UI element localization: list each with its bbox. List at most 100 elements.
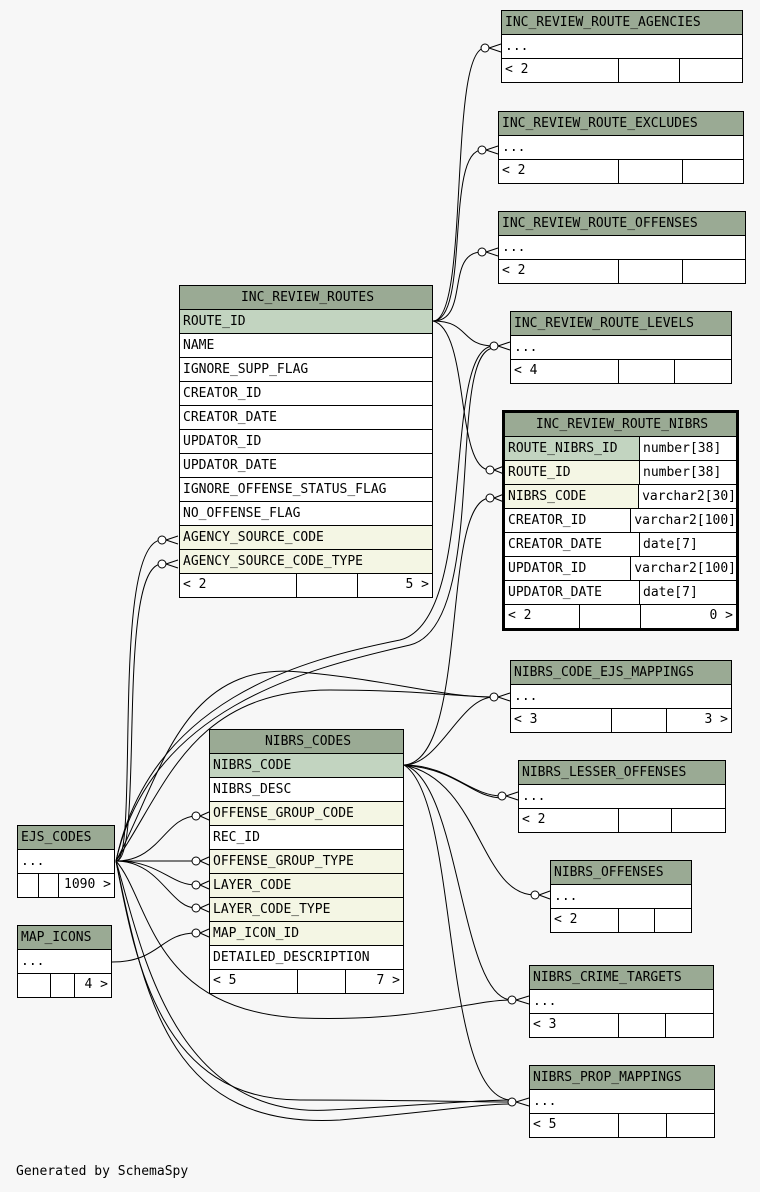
table-inc-review-route-nibrs[interactable]: INC_REVIEW_ROUTE_NIBRS ROUTE_NIBRS_ID nu… xyxy=(502,410,739,631)
table-header[interactable]: NIBRS_LESSER_OFFENSES xyxy=(519,761,725,785)
column-row[interactable]: ... xyxy=(18,850,114,874)
parents-count: < 2 xyxy=(502,59,619,82)
table-inc-review-route-levels[interactable]: INC_REVIEW_ROUTE_LEVELS ... < 4 xyxy=(510,311,732,384)
table-footer: < 3 xyxy=(530,1014,713,1037)
footer-spacer xyxy=(619,1114,667,1137)
column-agency-source-code[interactable]: AGENCY_SOURCE_CODE xyxy=(180,526,432,550)
column-row[interactable]: ... xyxy=(530,990,713,1014)
table-nibrs-lesser-offenses[interactable]: NIBRS_LESSER_OFFENSES ... < 2 xyxy=(518,760,726,833)
table-inc-review-route-excludes[interactable]: INC_REVIEW_ROUTE_EXCLUDES ... < 2 xyxy=(498,111,744,184)
column-ignore-offense-status-flag[interactable]: IGNORE_OFFENSE_STATUS_FLAG xyxy=(180,478,432,502)
children-count: 1090 > xyxy=(64,877,111,892)
table-header[interactable]: NIBRS_CRIME_TARGETS xyxy=(530,966,713,990)
column-agency-source-code-type[interactable]: AGENCY_SOURCE_CODE_TYPE xyxy=(180,550,432,574)
column-name: NIBRS_CODE xyxy=(505,485,640,508)
children-count xyxy=(683,160,743,183)
column-row[interactable]: ... xyxy=(530,1090,714,1114)
column-creator-id[interactable]: CREATOR_ID xyxy=(180,382,432,406)
table-footer: < 2 xyxy=(499,160,743,183)
column-layer-code-type[interactable]: LAYER_CODE_TYPE xyxy=(210,898,403,922)
table-nibrs-codes[interactable]: NIBRS_CODES NIBRS_CODE NIBRS_DESC OFFENS… xyxy=(209,729,404,994)
column-row[interactable]: ... xyxy=(18,950,111,974)
parents-count: < 3 xyxy=(530,1014,619,1037)
column-no-offense-flag[interactable]: NO_OFFENSE_FLAG xyxy=(180,502,432,526)
column-nibrs-code[interactable]: NIBRS_CODE varchar2[30] xyxy=(505,485,736,509)
table-nibrs-prop-mappings[interactable]: NIBRS_PROP_MAPPINGS ... < 5 xyxy=(529,1065,715,1138)
footer-spacer xyxy=(51,974,75,997)
column-offense-group-code[interactable]: OFFENSE_GROUP_CODE xyxy=(210,802,403,826)
column-name[interactable]: NAME xyxy=(180,334,432,358)
children-count xyxy=(666,1014,713,1037)
column-row[interactable]: ... xyxy=(511,685,731,709)
column-map-icon-id[interactable]: MAP_ICON_ID xyxy=(210,922,403,946)
column-updator-id[interactable]: UPDATOR_ID xyxy=(180,430,432,454)
table-header[interactable]: INC_REVIEW_ROUTE_EXCLUDES xyxy=(499,112,743,136)
column-name: CREATOR_DATE xyxy=(505,533,640,556)
column-rec-id[interactable]: REC_ID xyxy=(210,826,403,850)
table-footer: < 3 3 > xyxy=(511,709,731,732)
table-map-icons[interactable]: MAP_ICONS ... 4 > xyxy=(17,925,112,998)
column-type: date[7] xyxy=(643,537,698,552)
table-header[interactable]: NIBRS_PROP_MAPPINGS xyxy=(530,1066,714,1090)
column-nibrs-code[interactable]: NIBRS_CODE xyxy=(210,754,403,778)
column-route-nibrs-id[interactable]: ROUTE_NIBRS_ID number[38] xyxy=(505,437,736,461)
table-header[interactable]: EJS_CODES xyxy=(18,826,114,850)
table-header[interactable]: INC_REVIEW_ROUTE_OFFENSES xyxy=(499,212,745,236)
table-footer: < 2 xyxy=(519,809,725,832)
column-row[interactable]: ... xyxy=(499,136,743,160)
parents-count: < 4 xyxy=(511,360,619,383)
column-updator-date[interactable]: UPDATOR_DATE date[7] xyxy=(505,581,736,605)
table-header[interactable]: NIBRS_OFFENSES xyxy=(551,861,691,885)
table-header[interactable]: MAP_ICONS xyxy=(18,926,111,950)
parents-count: < 2 xyxy=(180,574,297,597)
parents-count xyxy=(18,974,51,997)
footer-spacer xyxy=(619,809,672,832)
children-count xyxy=(655,909,691,932)
parents-count: < 5 xyxy=(530,1114,619,1137)
footer-spacer xyxy=(619,360,675,383)
table-header[interactable]: NIBRS_CODES xyxy=(210,730,403,754)
table-inc-review-routes[interactable]: INC_REVIEW_ROUTES ROUTE_ID NAME IGNORE_S… xyxy=(179,285,433,598)
table-footer: < 5 xyxy=(530,1114,714,1137)
column-route-id[interactable]: ROUTE_ID xyxy=(180,310,432,334)
column-offense-group-type[interactable]: OFFENSE_GROUP_TYPE xyxy=(210,850,403,874)
table-nibrs-code-ejs-mappings[interactable]: NIBRS_CODE_EJS_MAPPINGS ... < 3 3 > xyxy=(510,660,732,733)
column-updator-date[interactable]: UPDATOR_DATE xyxy=(180,454,432,478)
column-ignore-supp-flag[interactable]: IGNORE_SUPP_FLAG xyxy=(180,358,432,382)
column-row[interactable]: ... xyxy=(519,785,725,809)
parents-count xyxy=(18,874,39,897)
column-creator-date[interactable]: CREATOR_DATE xyxy=(180,406,432,430)
table-inc-review-route-agencies[interactable]: INC_REVIEW_ROUTE_AGENCIES ... < 2 xyxy=(501,10,743,83)
table-header[interactable]: INC_REVIEW_ROUTE_NIBRS xyxy=(505,413,736,437)
column-updator-id[interactable]: UPDATOR_ID varchar2[100] xyxy=(505,557,736,581)
footer-spacer xyxy=(619,260,683,283)
table-header[interactable]: INC_REVIEW_ROUTE_AGENCIES xyxy=(502,11,742,35)
table-nibrs-crime-targets[interactable]: NIBRS_CRIME_TARGETS ... < 3 xyxy=(529,965,714,1038)
table-header[interactable]: INC_REVIEW_ROUTES xyxy=(180,286,432,310)
column-creator-id[interactable]: CREATOR_ID varchar2[100] xyxy=(505,509,736,533)
table-header[interactable]: NIBRS_CODE_EJS_MAPPINGS xyxy=(511,661,731,685)
column-creator-date[interactable]: CREATOR_DATE date[7] xyxy=(505,533,736,557)
table-nibrs-offenses[interactable]: NIBRS_OFFENSES ... < 2 xyxy=(550,860,692,933)
parents-count: < 2 xyxy=(551,909,619,932)
table-inc-review-route-offenses[interactable]: INC_REVIEW_ROUTE_OFFENSES ... < 2 xyxy=(498,211,746,284)
table-ejs-codes[interactable]: EJS_CODES ... 1090 > xyxy=(17,825,115,898)
table-header[interactable]: INC_REVIEW_ROUTE_LEVELS xyxy=(511,312,731,336)
column-row[interactable]: ... xyxy=(502,35,742,59)
footer-spacer xyxy=(619,59,680,82)
column-nibrs-desc[interactable]: NIBRS_DESC xyxy=(210,778,403,802)
parents-count: < 2 xyxy=(499,260,619,283)
table-footer: < 2 0 > xyxy=(505,605,736,628)
parents-count: < 2 xyxy=(499,160,619,183)
footer-spacer xyxy=(619,160,683,183)
column-row[interactable]: ... xyxy=(551,885,691,909)
column-row[interactable]: ... xyxy=(511,336,731,360)
table-footer: < 2 xyxy=(502,59,742,82)
column-type: varchar2[100] xyxy=(634,561,736,576)
column-layer-code[interactable]: LAYER_CODE xyxy=(210,874,403,898)
parents-count: < 3 xyxy=(511,709,612,732)
column-route-id[interactable]: ROUTE_ID number[38] xyxy=(505,461,736,485)
column-detailed-description[interactable]: DETAILED_DESCRIPTION xyxy=(210,946,403,970)
table-footer: < 5 7 > xyxy=(210,970,403,993)
column-row[interactable]: ... xyxy=(499,236,745,260)
